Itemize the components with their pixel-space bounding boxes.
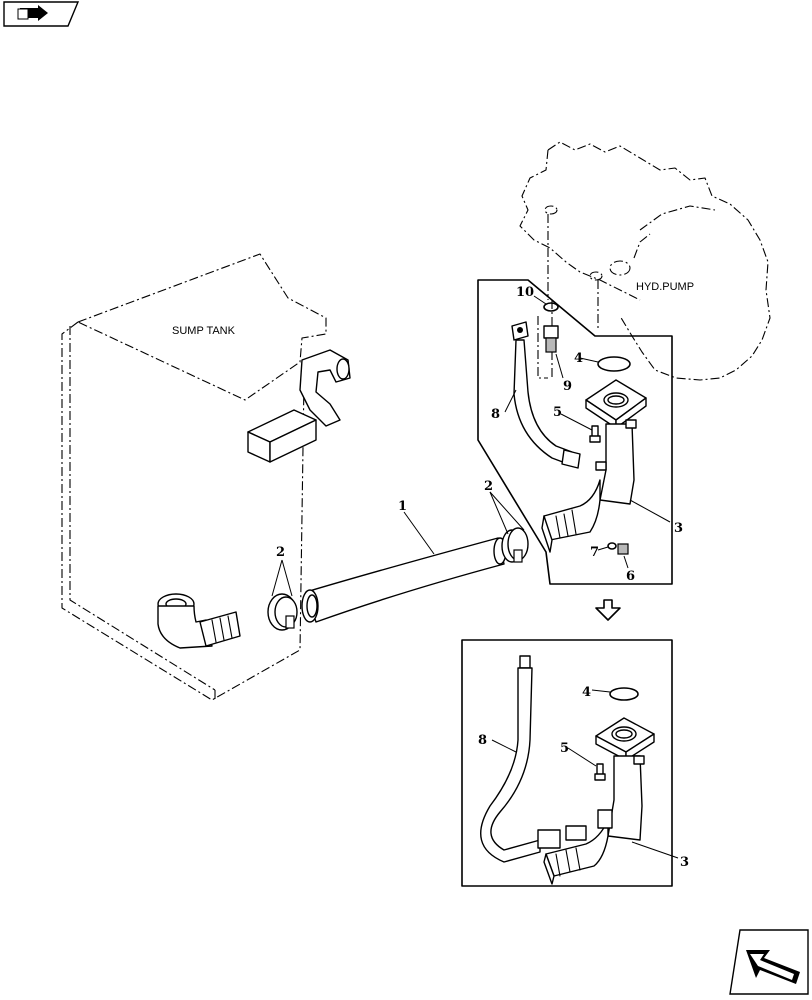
down-arrow-icon	[595, 599, 621, 621]
callout-7: 7	[590, 545, 599, 560]
o-ring-small	[543, 302, 559, 312]
callout-1: 1	[398, 499, 407, 514]
sump-elbow-pipe	[299, 349, 351, 427]
hyd-pump-label: HYD.PUMP	[636, 281, 694, 293]
detail-box-lower	[461, 639, 673, 887]
callout-8-upper: 8	[491, 407, 500, 422]
o-ring-large	[597, 356, 631, 372]
tank-outlet-elbow	[157, 593, 241, 649]
bolt	[589, 425, 601, 443]
engine-outline	[519, 141, 771, 381]
callout-2-right: 2	[484, 479, 493, 494]
callout-8-lower: 8	[478, 733, 487, 748]
seal-ring	[607, 542, 617, 550]
hose-clamp-left	[267, 593, 298, 631]
callout-3-lower: 3	[680, 855, 689, 870]
hose-clamp-right	[501, 527, 529, 563]
callout-10: 10	[516, 285, 534, 300]
sump-tank-label: SUMP TANK	[172, 325, 236, 337]
callout-9: 9	[563, 379, 572, 394]
bolt-lower	[594, 763, 606, 781]
flange-pipe	[541, 379, 647, 553]
leader-lines	[271, 295, 679, 859]
align-line	[537, 316, 548, 379]
hose-upper	[511, 321, 581, 469]
callouts: 1 2 2 3 4 5 6 7 8 9 10 4 5 8 3	[276, 285, 689, 870]
next-page-arrow-icon[interactable]	[729, 929, 809, 995]
sump-tank-outline	[61, 253, 327, 701]
callout-4-upper: 4	[574, 351, 583, 366]
o-ring-large-lower	[609, 687, 639, 701]
tank-block	[247, 409, 317, 463]
callout-5-lower: 5	[560, 741, 569, 756]
main-hose	[301, 537, 507, 623]
detail-box-upper	[477, 279, 673, 585]
callout-4-lower: 4	[582, 685, 591, 700]
flange-pipe-lower	[543, 717, 655, 885]
callout-5-upper: 5	[553, 405, 562, 420]
callout-6: 6	[626, 569, 635, 584]
hose-lower	[480, 655, 587, 863]
book-arrow-icon[interactable]	[3, 1, 80, 27]
adapter-fitting	[543, 325, 559, 353]
callout-2-left: 2	[276, 545, 285, 560]
callout-3-upper: 3	[674, 521, 683, 536]
plug	[617, 543, 629, 555]
